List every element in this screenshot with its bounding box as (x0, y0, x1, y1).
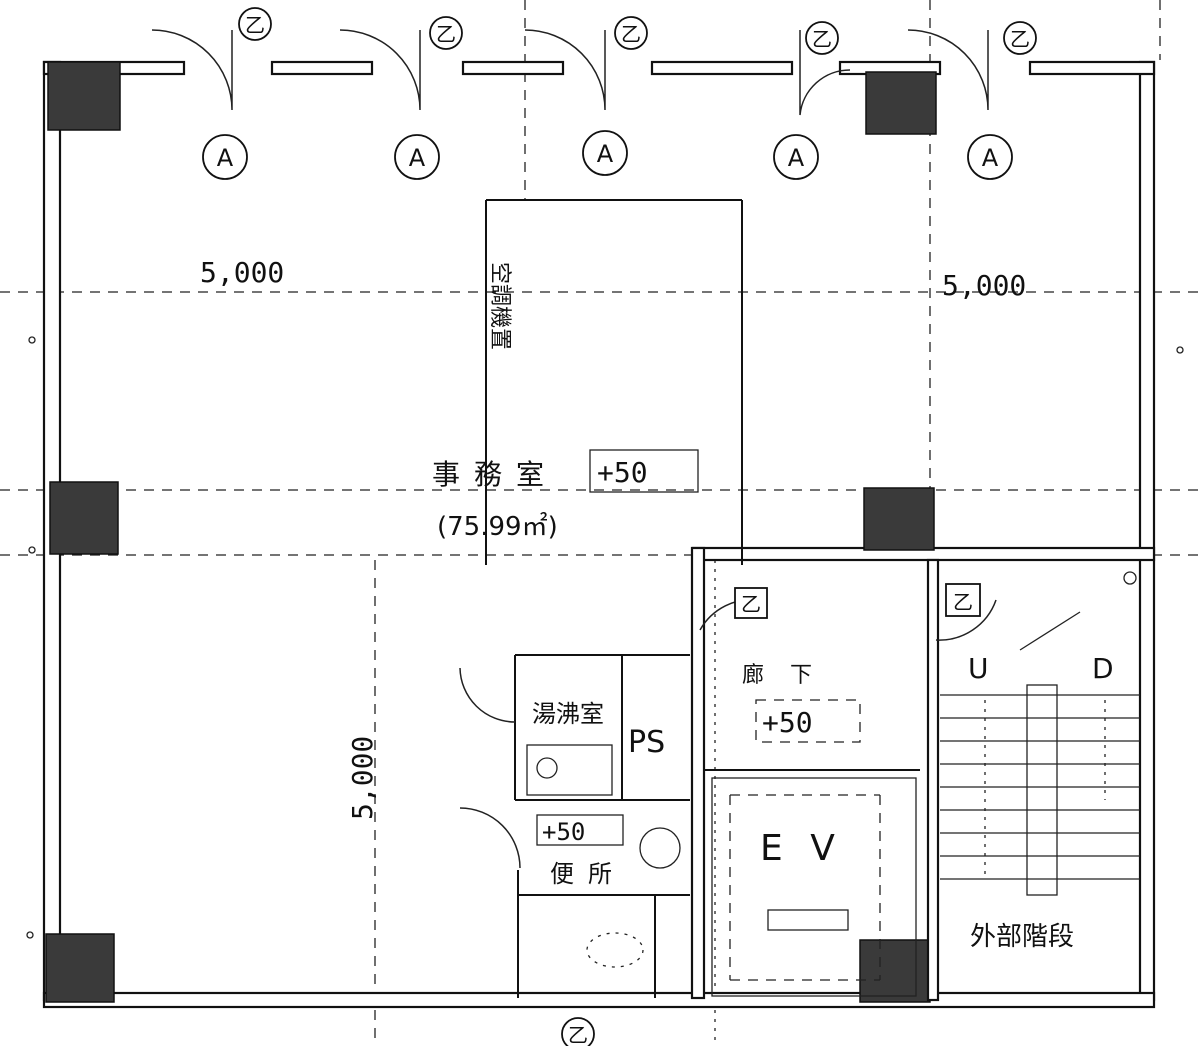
door-tag: 乙 (812, 27, 832, 51)
edge-markers (26, 336, 1184, 939)
door-tag: 乙 (568, 1023, 588, 1046)
toilet-name: 便所 (550, 860, 626, 888)
window-tag: A (597, 140, 614, 168)
door-tag: 乙 (436, 22, 456, 46)
kitchen-label: 湯沸室 (532, 700, 604, 728)
toilet-level: +50 (542, 818, 585, 846)
door-swings (151, 29, 997, 869)
door-tags (238, 7, 1037, 1046)
structural-columns (45, 61, 937, 1003)
dimension-top-right: 5,000 (942, 269, 1026, 302)
dimension-top-left: 5,000 (200, 256, 284, 289)
window-tag: A (982, 144, 999, 172)
door-tag-labels: 乙 乙 乙 乙 乙 乙 乙 乙 (245, 13, 1030, 1046)
door-tag: 乙 (621, 22, 641, 46)
window-tag-labels: A A A A A (217, 140, 999, 172)
level-boxes (536, 449, 861, 846)
elevator-label: E V (760, 828, 843, 869)
interior-walls (485, 199, 940, 1002)
door-tag: 乙 (245, 13, 265, 37)
room-area: (75.99㎡) (437, 512, 558, 542)
corridor-level: +50 (762, 706, 813, 739)
door-tag: 乙 (1010, 27, 1030, 51)
window-tag: A (409, 144, 426, 172)
stairs-treads (940, 571, 1140, 896)
corridor-name: 廊下 (742, 663, 838, 688)
stairs-up-label: U (968, 652, 989, 685)
window-tag: A (788, 144, 805, 172)
stairs-name: 外部階段 (970, 922, 1074, 952)
pipe-space-label: PS (628, 725, 665, 760)
window-tag: A (217, 144, 234, 172)
window-tags (202, 130, 1013, 180)
door-tag: 乙 (953, 590, 973, 614)
door-tag: 乙 (741, 592, 761, 616)
room-level: +50 (597, 456, 648, 489)
room-name: 事務室 (432, 458, 558, 491)
dimension-left-vertical: 5,000 (346, 736, 379, 820)
vertical-note: 空調機置 (487, 262, 512, 350)
stairs-down-label: D (1092, 652, 1114, 685)
